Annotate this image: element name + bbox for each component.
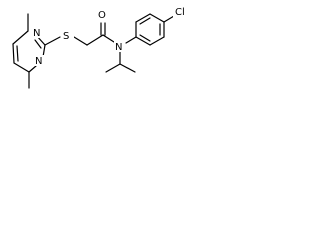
bond bbox=[34, 39, 42, 49]
bond bbox=[73, 36, 88, 46]
bond bbox=[139, 34, 151, 42]
bonds bbox=[12, 13, 175, 89]
bond bbox=[125, 36, 137, 44]
atom-label-s: S bbox=[63, 31, 69, 42]
bond bbox=[12, 30, 29, 45]
bond bbox=[16, 45, 19, 62]
bond bbox=[102, 34, 115, 43]
bond bbox=[163, 15, 175, 23]
chemical-structure: N N S O N Cl bbox=[12, 6, 189, 89]
atom-labels: N N S O N Cl bbox=[33, 6, 189, 67]
bond bbox=[105, 63, 121, 73]
bond bbox=[135, 36, 151, 46]
bond bbox=[86, 34, 104, 46]
bond bbox=[149, 13, 165, 23]
atom-label-n: N bbox=[33, 28, 40, 39]
bond bbox=[12, 43, 15, 64]
bond bbox=[139, 17, 151, 25]
atom-label-n: N bbox=[115, 42, 122, 53]
bond bbox=[13, 62, 30, 73]
atom-label-n: N bbox=[35, 56, 42, 67]
bond bbox=[149, 36, 165, 46]
bond bbox=[28, 65, 37, 73]
bond bbox=[135, 13, 151, 23]
bond bbox=[119, 63, 136, 73]
bond bbox=[44, 36, 61, 46]
atom-label-cl: Cl bbox=[175, 7, 185, 18]
atom-label-o: O bbox=[98, 10, 106, 21]
